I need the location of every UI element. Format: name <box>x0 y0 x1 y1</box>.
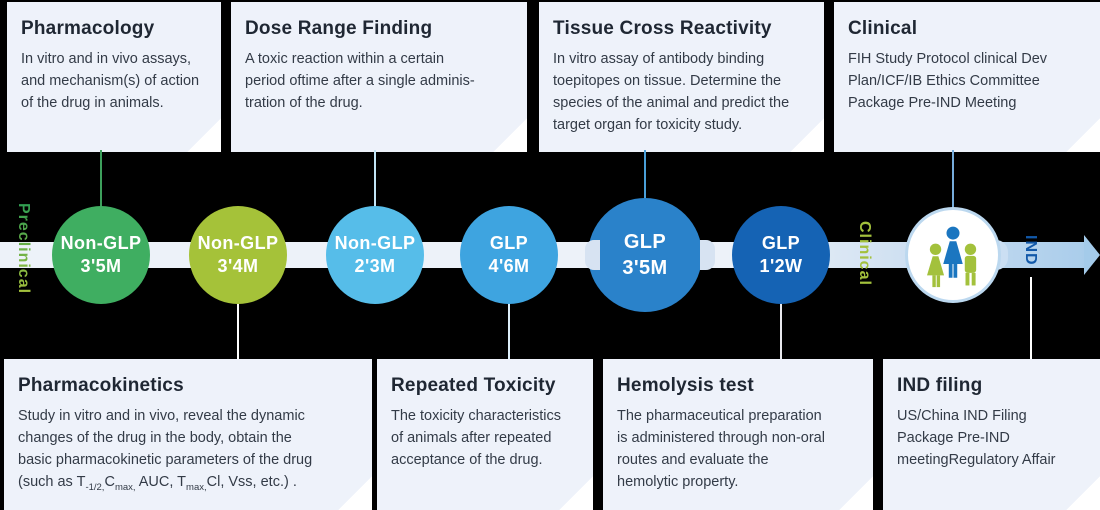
phase-label-clinical: Clinical <box>856 221 873 286</box>
stage-duration: 1'2W <box>759 256 803 276</box>
card-body: The toxicity characteristics of animals … <box>391 408 562 469</box>
connector-hemolysis <box>780 303 782 359</box>
card-title: Repeated Toxicity <box>391 375 556 396</box>
connector-dose-range <box>374 150 376 208</box>
card-repeated-toxicity: Repeated Toxicity The toxicity character… <box>377 359 593 510</box>
connector-tissue <box>644 150 646 200</box>
card-hemolysis-test: Hemolysis test The pharmaceutical prepar… <box>603 359 873 510</box>
stage-type: Non-GLP <box>60 232 142 253</box>
stage-type: GLP <box>623 231 667 253</box>
card-body: The pharmaceutical preparation is admini… <box>617 408 825 491</box>
phase-label-ind: IND <box>1022 235 1039 266</box>
card-title: Tissue Cross Reactivity <box>553 18 772 39</box>
card-ind-filing: IND filing US/China IND Filing Package P… <box>883 359 1100 510</box>
stage-type: Non-GLP <box>334 232 416 253</box>
connector-clinical <box>952 150 954 208</box>
patient-figure-green-woman <box>927 243 945 288</box>
connector-ind-filing <box>1030 277 1032 359</box>
stage-highlight-cap-right <box>700 240 715 270</box>
stage-type: Non-GLP <box>197 232 279 253</box>
phase-label-preclinical: Preclinical <box>15 203 32 295</box>
connector-pharmacology <box>100 150 102 208</box>
patients-group-icon <box>927 226 977 288</box>
stage-circle-glp-35m: GLP 3'5M <box>588 198 702 312</box>
stage-duration: 4'6M <box>488 256 530 276</box>
card-tissue-cross-reactivity: Tissue Cross Reactivity In vitro assay o… <box>539 2 824 152</box>
stage-circle-glp-46m: GLP 4'6M <box>460 206 558 304</box>
connector-pharmacokinetics <box>237 303 239 359</box>
card-body: A toxic reaction within a certain period… <box>245 51 475 112</box>
patient-figure-green-man <box>964 243 977 286</box>
stage-type: GLP <box>761 232 801 253</box>
stage-type: GLP <box>489 232 529 253</box>
card-body: In vitro assay of antibody binding toepi… <box>553 51 790 134</box>
card-body: FIH Study Protocol clinical Dev Plan/ICF… <box>848 51 1048 112</box>
card-title: Hemolysis test <box>617 375 754 396</box>
stage-highlight-cap-left <box>585 240 600 270</box>
stage-circle-nonglp-23m: Non-GLP 2'3M <box>326 206 424 304</box>
card-title: Pharmacology <box>21 18 155 39</box>
card-body: US/China IND Filing Package Pre-IND meet… <box>897 408 1056 469</box>
card-title: Dose Range Finding <box>245 18 433 39</box>
card-pharmacology: Pharmacology In vitro and in vivo assays… <box>7 2 221 152</box>
timeline-arrow-icon <box>1084 235 1100 275</box>
patient-figure-blue-woman <box>943 226 963 278</box>
card-body: In vitro and in vivo assays, and mechani… <box>21 51 200 112</box>
stage-circle-nonglp-34m: Non-GLP 3'4M <box>189 206 287 304</box>
card-title: Pharmacokinetics <box>18 375 184 396</box>
stage-circle-nonglp-35m: Non-GLP 3'5M <box>52 206 150 304</box>
card-body: Study in vitro and in vivo, reveal the d… <box>18 408 313 469</box>
card-title: Clinical <box>848 18 918 39</box>
clinical-trial-circle <box>905 207 1001 303</box>
card-title: IND filing <box>897 375 983 396</box>
connector-repeated-toxicity <box>508 303 510 359</box>
stage-duration: 3'5M <box>622 257 668 279</box>
card-pharmacokinetics: Pharmacokinetics Study in vitro and in v… <box>4 359 372 510</box>
card-clinical: Clinical FIH Study Protocol clinical Dev… <box>834 2 1100 152</box>
stage-duration: 3'4M <box>217 256 259 276</box>
stage-duration: 2'3M <box>354 256 396 276</box>
stage-duration: 3'5M <box>80 256 122 276</box>
card-dose-range-finding: Dose Range Finding A toxic reaction with… <box>231 2 527 152</box>
card-body-formula: (such as T-1/2,Cmax, AUC, Tmax,Cl, Vss, … <box>18 474 297 494</box>
stage-circle-glp-12w: GLP 1'2W <box>732 206 830 304</box>
